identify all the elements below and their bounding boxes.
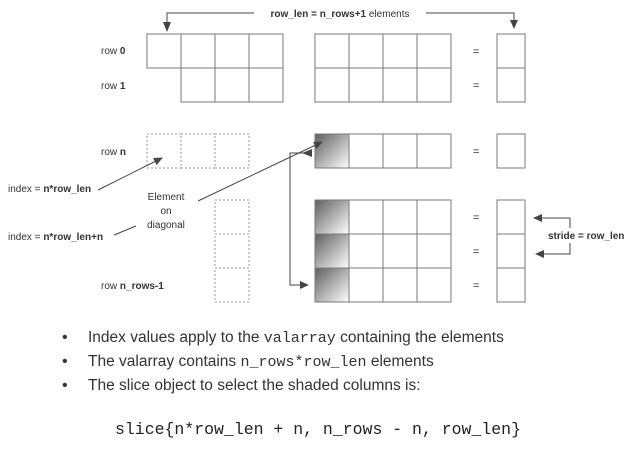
shaded-column-cell: [314, 233, 350, 269]
diagonal-element-shaded: [314, 133, 350, 169]
equals-sign: =: [473, 280, 479, 292]
row-1-left-cells: [180, 67, 284, 103]
bullet-dot: •: [62, 353, 68, 370]
element-on-diagonal-label-2: on: [160, 206, 171, 217]
equals-sign: =: [473, 246, 479, 258]
bullet-list: •Index values apply to the valarray cont…: [62, 327, 504, 399]
index-row-label: index = n*row_len: [8, 184, 91, 195]
vertical-dashed-cells: [214, 199, 250, 303]
row-n-right-cells: [314, 133, 452, 169]
index-diagonal-label: index = n*row_len+n: [8, 232, 103, 243]
equals-sign: =: [473, 80, 479, 92]
bullet-item: •The valarray contains n_rows*row_len el…: [62, 353, 434, 371]
row-last-label: row n_rows-1: [101, 281, 164, 292]
lower-right-cells: [314, 199, 452, 303]
equals-sign: =: [473, 146, 479, 158]
last-column-top: [496, 33, 526, 103]
row-len-bracket: row_len = n_rows+1 elements: [163, 5, 518, 32]
last-column-bottom: [496, 199, 526, 303]
stride-bracket: stride = row_len: [533, 214, 632, 258]
element-on-diagonal-label-1: Element: [148, 192, 185, 203]
shaded-column-cell: [314, 199, 350, 235]
bullet-item: •The slice object to select the shaded c…: [62, 375, 504, 399]
shaded-column-cell: [314, 267, 350, 303]
row-n-dashed-cells: [146, 133, 250, 169]
index-row-arrow: [97, 157, 163, 191]
row-0-label: row 0: [101, 46, 126, 57]
row-len-label: row_len = n_rows+1 elements: [271, 9, 410, 20]
slice-bracket-arrow: [289, 152, 312, 289]
element-on-diagonal-label-3: diagonal: [147, 220, 185, 231]
bullet-dot: •: [62, 377, 68, 394]
stride-label: stride = row_len: [548, 231, 624, 242]
last-column-row-n: [496, 133, 526, 169]
row-n-label: row n: [101, 147, 126, 158]
row-1-label: row 1: [101, 81, 126, 92]
row-0-right-cells: [314, 33, 452, 69]
row-0-left-cells: [146, 33, 284, 69]
bullet-dot: •: [62, 329, 68, 346]
diagonal-element-arrow: [197, 141, 323, 202]
row-1-right-cells: [314, 67, 452, 103]
equals-sign: =: [473, 212, 479, 224]
index-diagonal-connector: [113, 225, 137, 236]
equals-sign: =: [473, 46, 479, 58]
bullet-item: •Index values apply to the valarray cont…: [62, 329, 504, 347]
slice-code-line: slice{n*row_len + n, n_rows - n, row_len…: [115, 420, 521, 439]
